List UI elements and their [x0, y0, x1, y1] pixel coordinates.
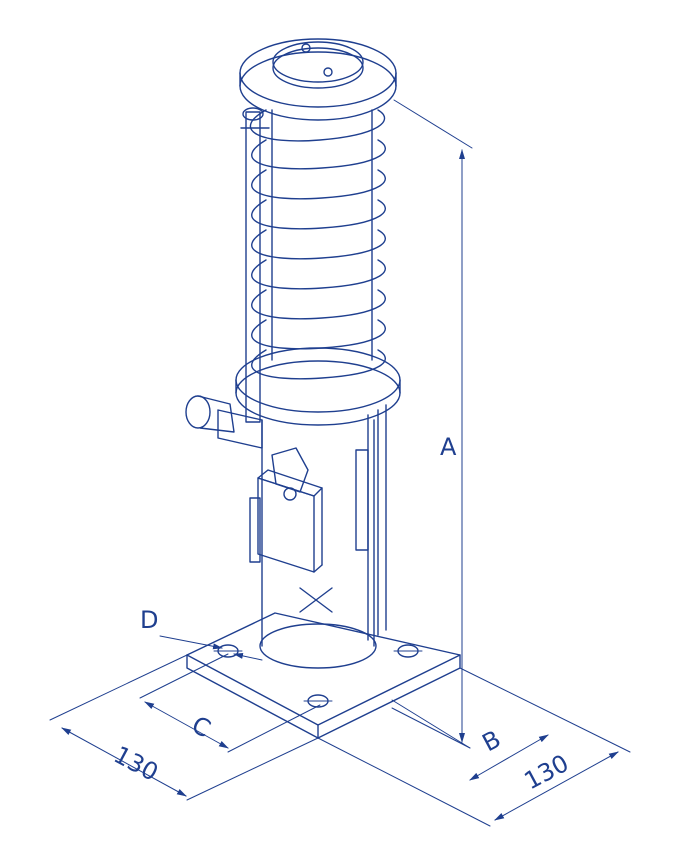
- base-plate: [186, 612, 461, 739]
- label-a: A: [440, 433, 457, 461]
- limit-switch-assembly: [185, 107, 323, 573]
- cylinder-body: [259, 404, 387, 669]
- spring-coils: [249, 109, 386, 380]
- label-b: B: [478, 725, 506, 757]
- label-130-right: 130: [520, 749, 574, 795]
- label-d: D: [140, 606, 158, 634]
- dimension-c: C: [139, 653, 321, 753]
- dimension-d: D: [140, 606, 263, 661]
- top-cap: [239, 38, 397, 121]
- label-130-left: 130: [109, 741, 163, 787]
- dimension-a: A: [391, 99, 473, 749]
- dimension-130-left: 130: [49, 654, 319, 801]
- dimension-130-right: 130: [317, 667, 631, 827]
